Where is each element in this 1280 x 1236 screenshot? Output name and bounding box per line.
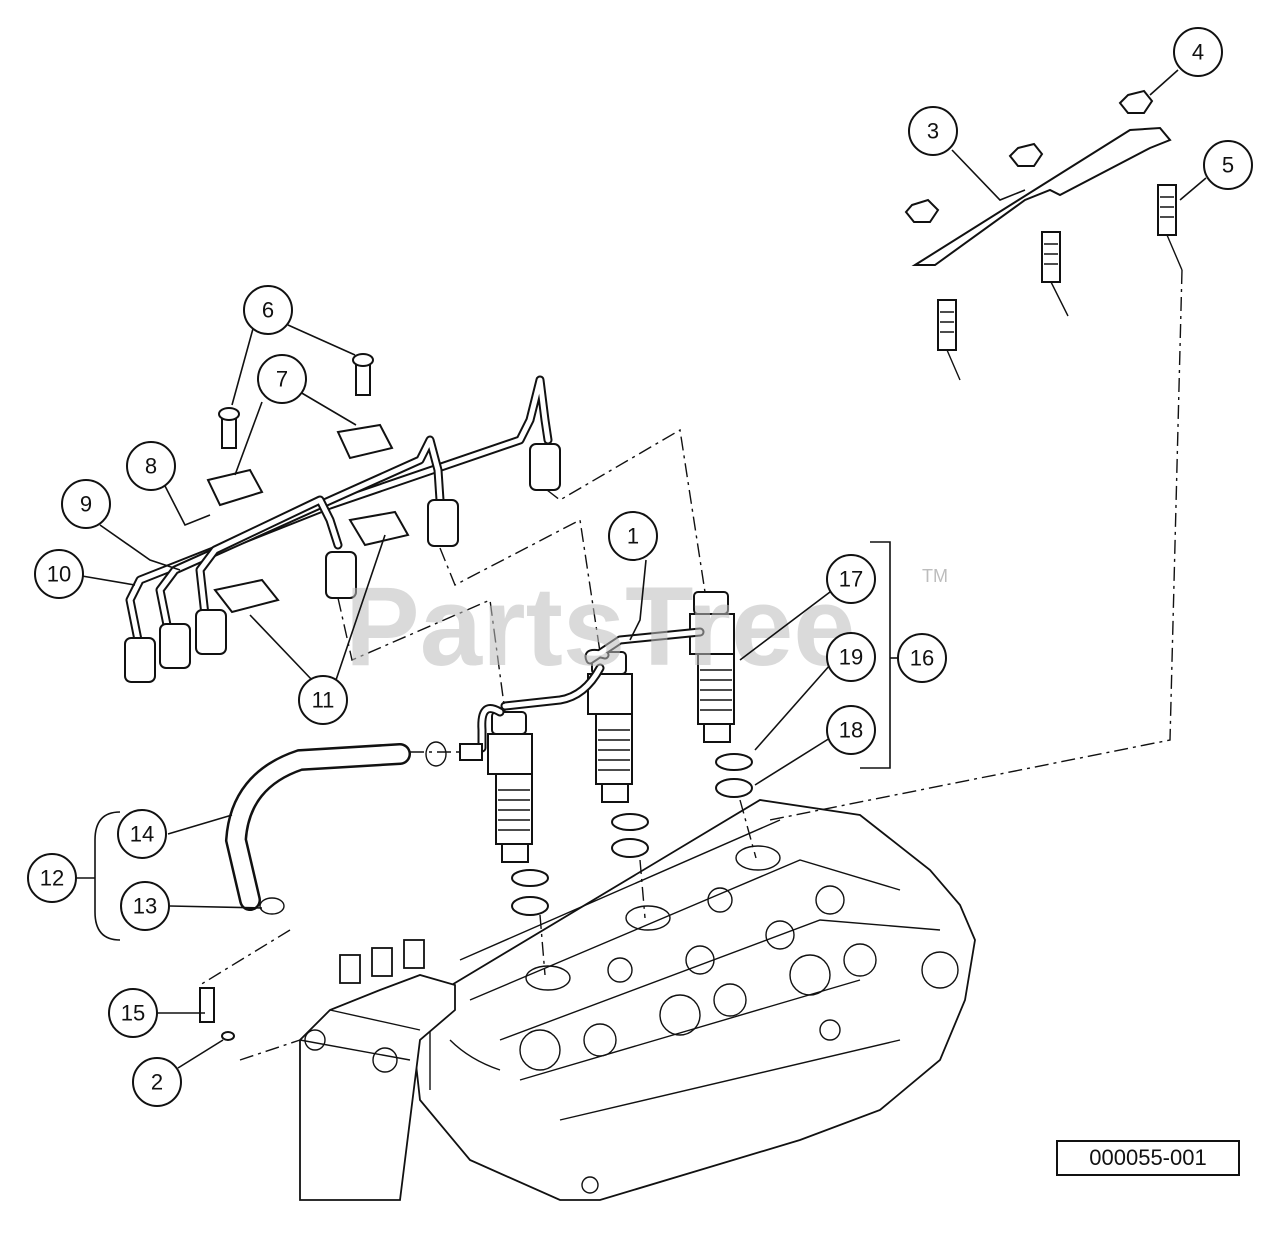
glow-plugs (937, 184, 1183, 381)
diagram-reference-number: 000055-001 (1056, 1140, 1240, 1176)
leader-lines (81, 69, 1207, 1069)
assembly-lines (199, 269, 1183, 1061)
svg-text:1: 1 (627, 524, 639, 549)
glow-plug-lead (911, 126, 1172, 266)
svg-text:9: 9 (80, 492, 92, 517)
fuel-injector-right (689, 591, 735, 743)
callout-12[interactable]: 12 (27, 853, 77, 903)
injection-pipes (125, 375, 553, 645)
svg-text:18: 18 (839, 718, 863, 743)
svg-text:8: 8 (145, 454, 157, 479)
callout-14[interactable]: 14 (117, 809, 167, 859)
injection-pump (299, 939, 456, 1201)
callout-11[interactable]: 11 (298, 675, 348, 725)
watermark-trademark: TM (922, 566, 948, 586)
svg-text:12: 12 (40, 866, 64, 891)
partstree-watermark: PartsTree (345, 564, 856, 689)
callout-10[interactable]: 10 (34, 549, 84, 599)
svg-text:4: 4 (1192, 40, 1204, 65)
hose-clips (259, 741, 483, 915)
svg-text:3: 3 (927, 119, 939, 144)
hollow-bolt (199, 987, 235, 1041)
callout-15[interactable]: 15 (108, 988, 158, 1038)
callout-9[interactable]: 9 (61, 479, 111, 529)
callout-18[interactable]: 18 (826, 705, 876, 755)
svg-text:19: 19 (839, 645, 863, 670)
callout-17[interactable]: 17 (826, 554, 876, 604)
callout-6[interactable]: 6 (243, 285, 293, 335)
svg-text:10: 10 (47, 562, 71, 587)
callout-2[interactable]: 2 (132, 1057, 182, 1107)
cylinder-head (409, 799, 976, 1201)
fuel-return-hose (224, 743, 411, 911)
svg-text:7: 7 (276, 367, 288, 392)
callout-16[interactable]: 16 (897, 633, 947, 683)
svg-text:15: 15 (121, 1001, 145, 1026)
svg-text:14: 14 (130, 822, 154, 847)
clamp-screws (218, 353, 374, 449)
pipe-clamps (206, 423, 410, 614)
svg-text:13: 13 (133, 894, 157, 919)
svg-text:16: 16 (910, 646, 934, 671)
callout-8[interactable]: 8 (126, 441, 176, 491)
svg-text:2: 2 (151, 1070, 163, 1095)
fuel-overflow-pipe (477, 627, 705, 753)
svg-text:5: 5 (1222, 153, 1234, 178)
fuel-injector-left (487, 711, 533, 863)
group-brackets (76, 541, 898, 941)
injector-washers (511, 753, 753, 916)
callout-7[interactable]: 7 (257, 354, 307, 404)
callout-19[interactable]: 19 (826, 632, 876, 682)
svg-text:6: 6 (262, 298, 274, 323)
svg-text:17: 17 (839, 567, 863, 592)
callout-3[interactable]: 3 (908, 106, 958, 156)
callout-1[interactable]: 1 (608, 511, 658, 561)
pipe-nuts (124, 443, 561, 683)
callout-5[interactable]: 5 (1203, 140, 1253, 190)
lead-nuts (904, 89, 1154, 223)
callout-13[interactable]: 13 (120, 881, 170, 931)
svg-text:11: 11 (312, 688, 335, 713)
callout-4[interactable]: 4 (1173, 27, 1223, 77)
